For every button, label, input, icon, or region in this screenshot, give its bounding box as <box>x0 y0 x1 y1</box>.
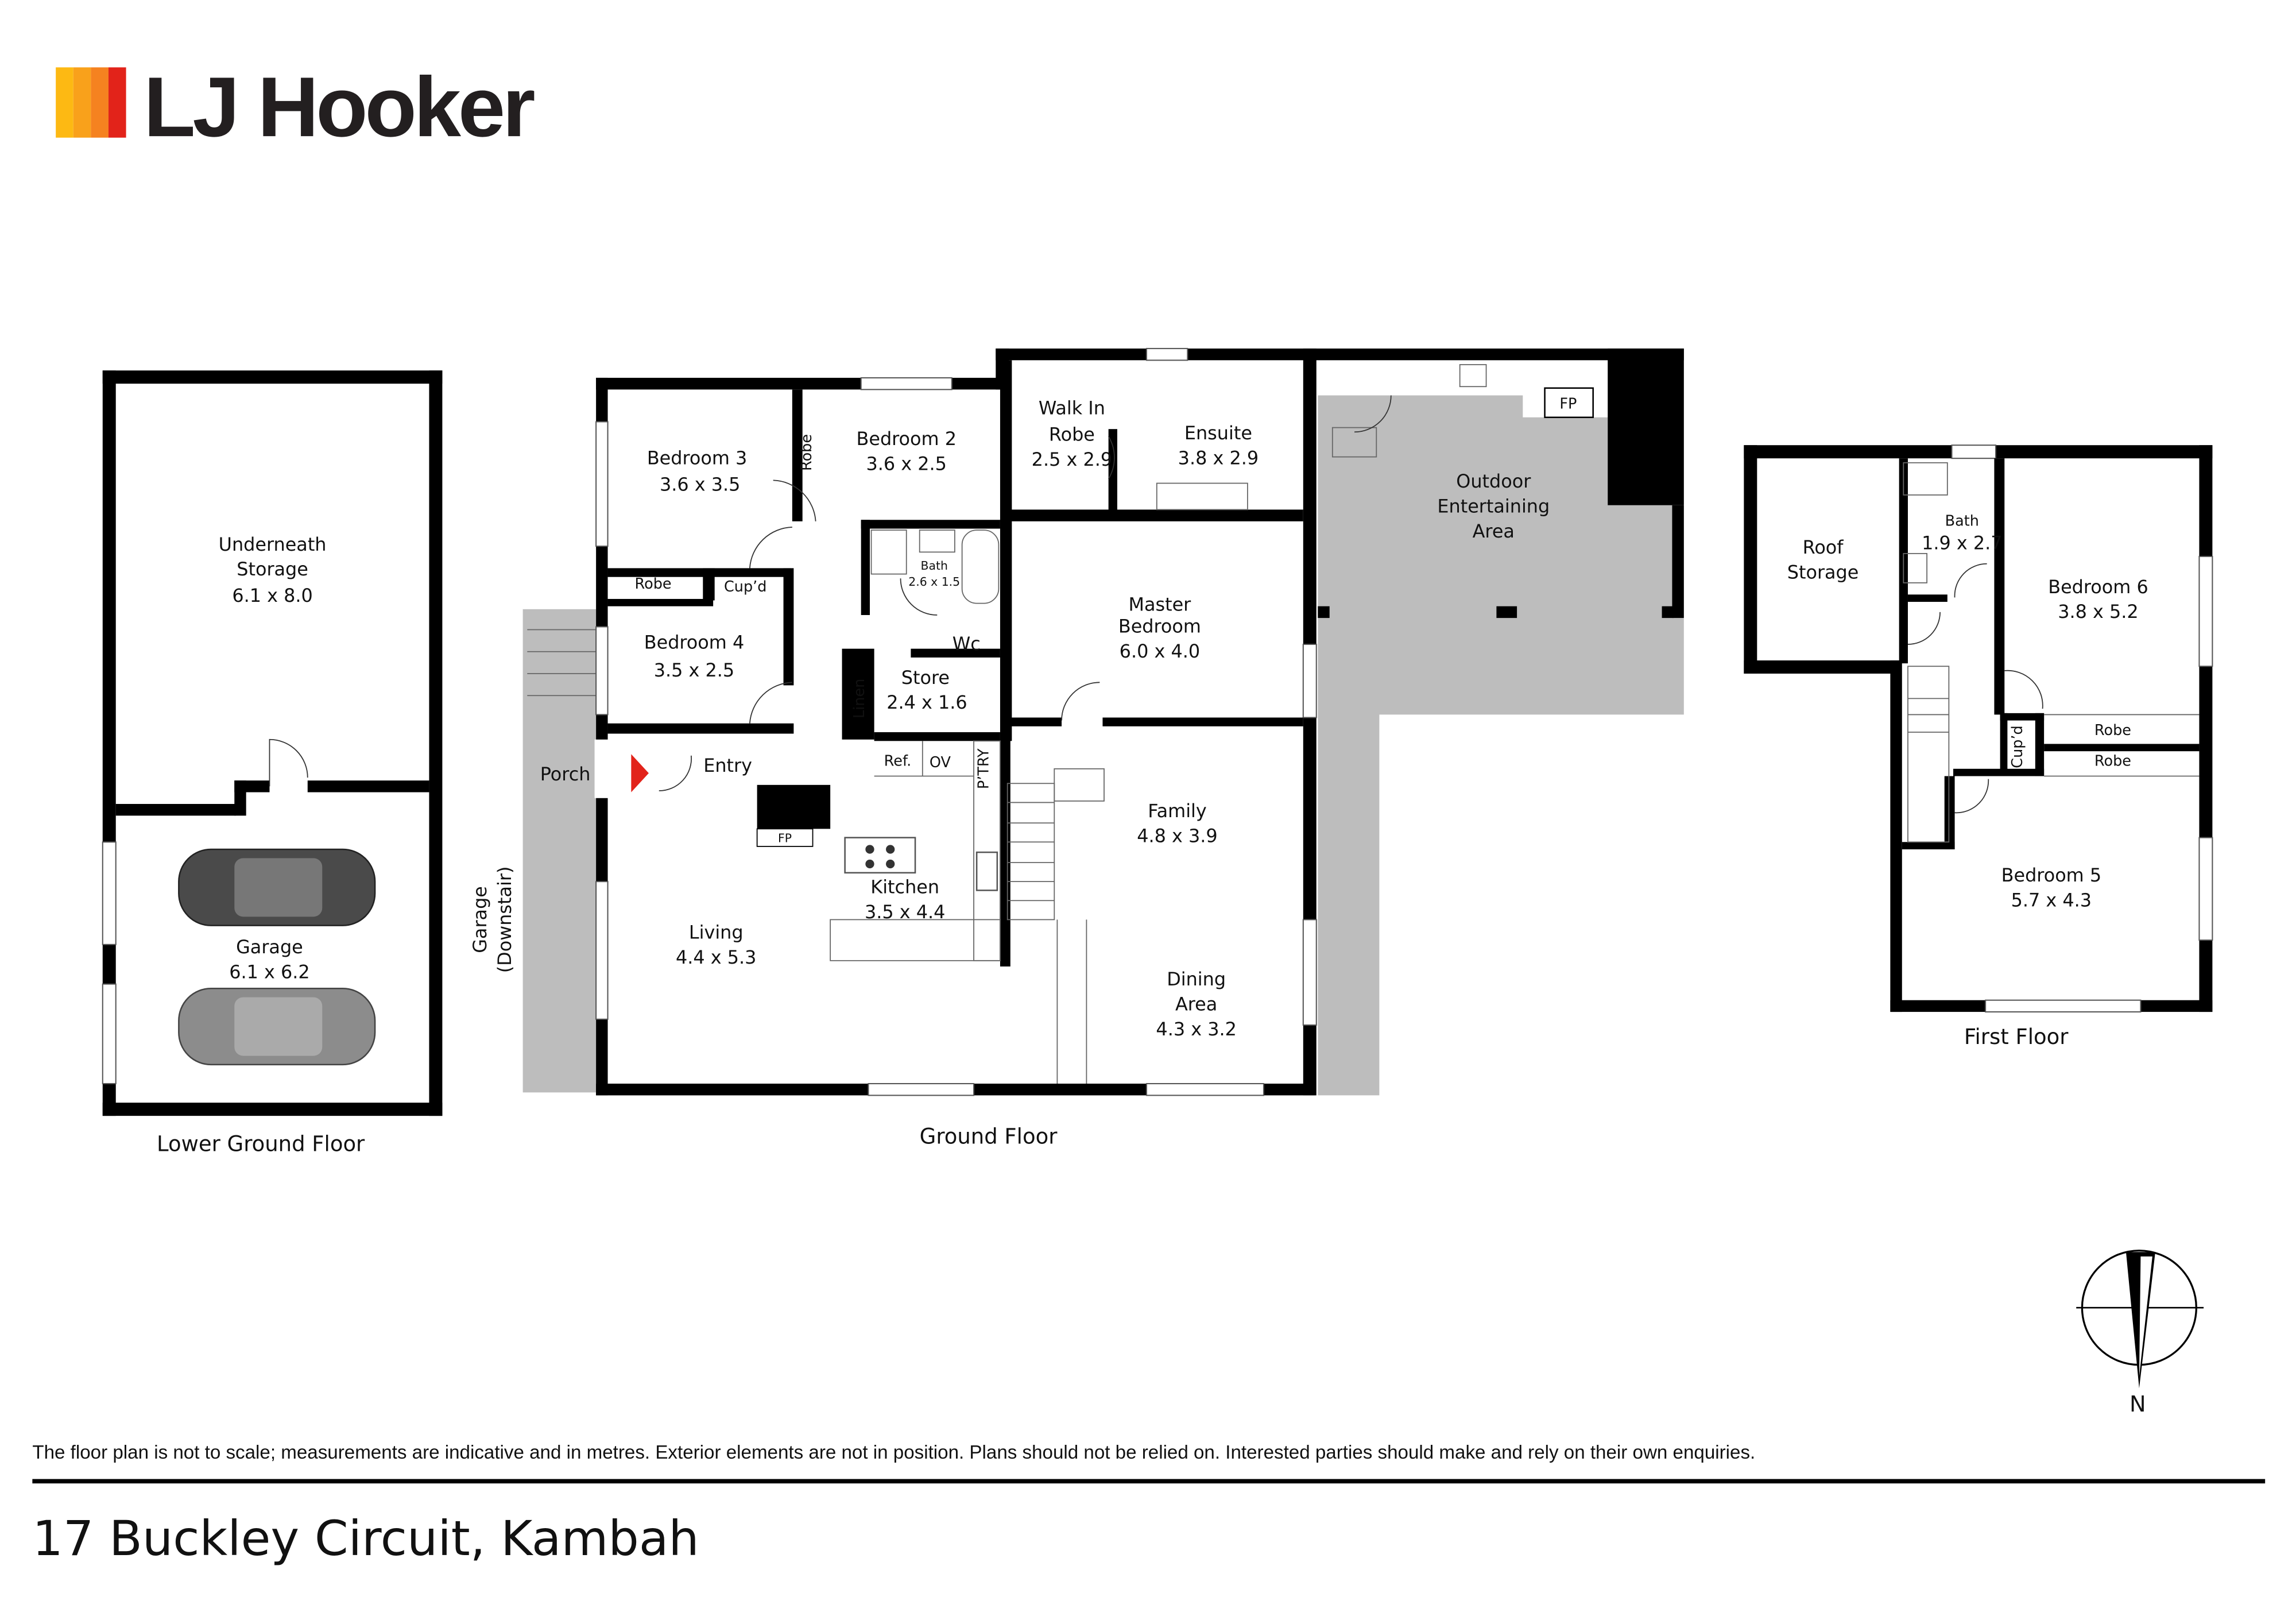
room-name: Porch <box>540 763 591 785</box>
room-dims: 6.0 x 4.0 <box>1120 640 1200 662</box>
room-name: Walk In <box>1039 397 1105 419</box>
room-name: Bedroom <box>1118 616 1201 637</box>
room-name: Outdoor <box>1456 470 1531 492</box>
room-dims: 5.7 x 4.3 <box>2011 889 2092 911</box>
car-icon <box>178 848 376 926</box>
room-name: Robe <box>1049 424 1095 446</box>
room-name: Dining <box>1167 968 1226 990</box>
floor-label-lower: Lower Ground Floor <box>157 1131 365 1156</box>
oven-label: OV <box>930 754 951 771</box>
lj-hooker-logo: LJ Hooker <box>56 60 537 154</box>
room-name: Entry <box>703 755 752 776</box>
room-dims: 3.5 x 2.5 <box>654 659 734 681</box>
disclaimer-text: The floor plan is not to scale; measurem… <box>32 1442 1755 1463</box>
room-name: Entertaining <box>1437 496 1550 517</box>
room-name: Bath <box>1945 512 1979 529</box>
room-dims: 4.8 x 3.9 <box>1137 825 1217 846</box>
room-name: Underneath <box>219 533 327 555</box>
room-name: Area <box>1473 520 1515 542</box>
lower-ground-floor: Underneath Storage 6.1 x 8.0 Garage 6.1 … <box>102 370 443 1156</box>
room-dims: 6.1 x 8.0 <box>232 585 312 606</box>
room-dims: 4.4 x 5.3 <box>676 946 756 968</box>
pantry-label: P’TRY <box>975 748 993 789</box>
room-name: Roof <box>1803 536 1844 558</box>
ground-floor: FP FP <box>469 347 1684 1149</box>
room-name: Ensuite <box>1184 422 1252 444</box>
wc-label: Wc <box>953 633 981 655</box>
room-name: Bedroom 6 <box>2048 576 2148 598</box>
room-dims: 2.6 x 1.5 <box>908 575 960 589</box>
cupboard-label: Cup’d <box>724 578 766 596</box>
room-name: Bedroom 2 <box>856 428 957 450</box>
floor-label-ground: Ground Floor <box>920 1124 1058 1149</box>
fireplace-label: FP <box>778 831 792 845</box>
room-dims: 3.6 x 2.5 <box>866 453 947 475</box>
room-name: Family <box>1148 800 1207 822</box>
room-name: Bedroom 4 <box>644 632 745 654</box>
room-dims: 3.5 x 4.4 <box>865 901 945 923</box>
fireplace-label: FP <box>1559 395 1577 412</box>
robe-label: Robe <box>2094 722 2131 739</box>
compass-icon: N <box>2076 1250 2204 1417</box>
room-name: Area <box>1175 993 1217 1015</box>
robe-label: Robe <box>2094 753 2131 770</box>
compass-north-label: N <box>2129 1391 2146 1417</box>
room-name: Storage <box>1787 561 1859 583</box>
room-dims: 3.6 x 3.5 <box>660 473 740 495</box>
room-name: (Downstair) <box>494 867 516 973</box>
room-name: Bedroom 3 <box>647 447 748 469</box>
cupboard-label: Cup’d <box>2009 725 2026 768</box>
room-dims: 2.5 x 2.9 <box>1032 448 1112 470</box>
car-icon <box>178 988 376 1066</box>
room-name: Bedroom 5 <box>2001 864 2102 886</box>
room-name: Master <box>1128 593 1191 615</box>
entry-arrow-icon <box>631 754 649 792</box>
room-dims: 1.9 x 2.7 <box>1922 532 2002 554</box>
room-dims: 4.3 x 3.2 <box>1156 1018 1236 1040</box>
room-name: Store <box>901 667 950 689</box>
footer-divider <box>32 1479 2266 1484</box>
first-floor: Roof Storage Bath 1.9 x 2.7 Bedroom 6 3.… <box>1744 444 2213 1049</box>
room-name: Storage <box>237 558 308 580</box>
room-dims: 3.8 x 2.9 <box>1178 447 1259 469</box>
room-name: Bath <box>920 559 947 573</box>
room-name: Kitchen <box>870 876 939 898</box>
room-name: Living <box>689 922 744 944</box>
room-dims: 6.1 x 6.2 <box>229 961 309 983</box>
room-dims: 3.8 x 5.2 <box>2058 601 2138 622</box>
robe-label: Robe <box>798 434 815 471</box>
linen-label: Linen <box>851 679 868 718</box>
logo-text: LJ Hooker <box>144 60 535 154</box>
room-name: Garage <box>469 886 491 953</box>
fridge-label: Ref. <box>884 753 912 770</box>
room-name: Garage <box>236 936 303 958</box>
robe-label: Robe <box>635 575 672 593</box>
property-address: 17 Buckley Circuit, Kambah <box>32 1510 699 1567</box>
room-dims: 2.4 x 1.6 <box>886 691 967 713</box>
floor-label-first: First Floor <box>1964 1024 2069 1049</box>
cooktop-icon <box>865 845 895 869</box>
